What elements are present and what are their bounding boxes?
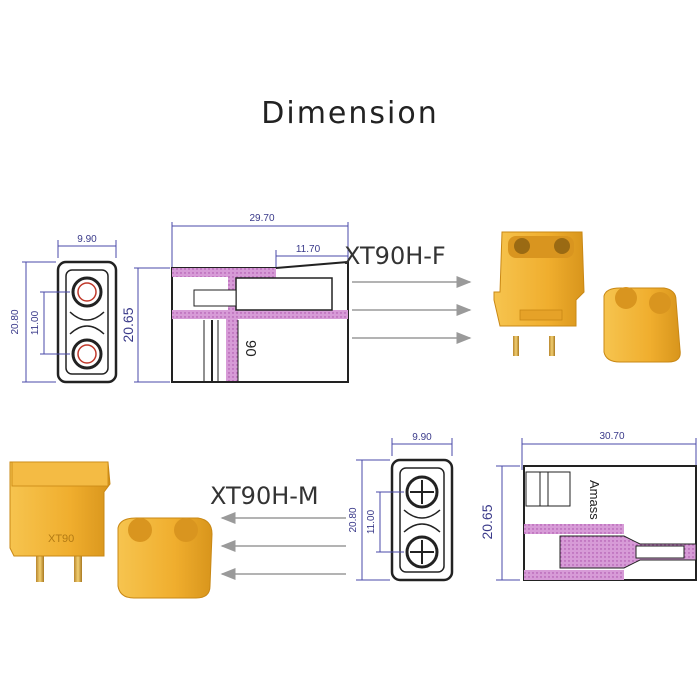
male-height-label: 20.65 [479,504,495,539]
male-model-label: XT90H-M [210,482,319,510]
male-front-height-label: 20.80 [348,507,359,532]
male-side-view: 30.70 20.65 Amass [479,431,697,581]
female-connector-photo [493,231,681,363]
female-length-label: 29.70 [249,213,274,224]
page-title: Dimension [261,96,438,131]
female-front-view: 9.90 20.80 11.00 [10,234,118,384]
male-front-view: 9.90 20.80 11.00 [348,432,454,582]
female-model-label: XT90H-F [344,242,446,270]
female-socket-depth-label: 11.70 [296,244,321,255]
male-connector-photo: XT90 [9,461,213,599]
male-body-marking: XT90 [48,533,74,545]
female-height-label: 20.65 [120,307,136,342]
male-side-marking: Amass [587,480,602,520]
male-pin-spacing-label: 11.00 [366,509,377,534]
female-pin-spacing-label: 11.00 [30,310,41,335]
female-front-height-label: 20.80 [10,309,21,334]
female-side-view: 29.70 11.70 20.65 90 [120,213,349,383]
female-body-marking: 90 [242,340,259,357]
male-front-width-label: 9.90 [412,432,432,443]
male-length-label: 30.70 [599,431,624,442]
female-front-width-label: 9.90 [77,234,97,245]
